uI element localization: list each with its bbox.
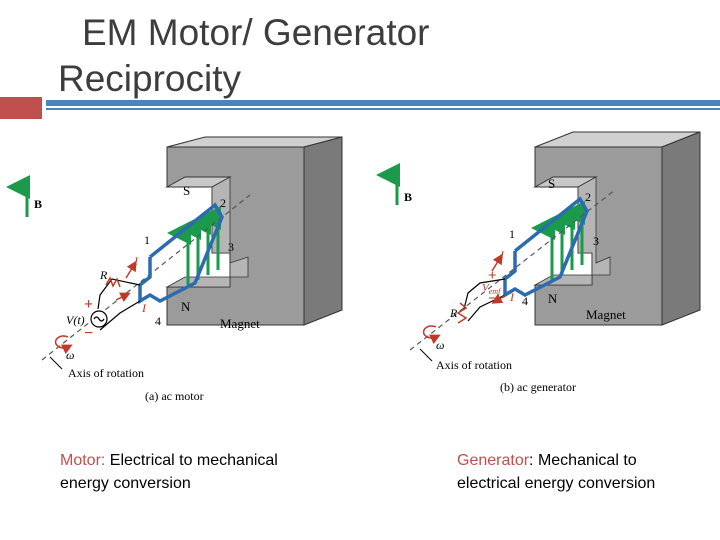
emf-label: Vemf	[482, 282, 502, 296]
pole-n: N	[548, 291, 558, 306]
corner-4: 4	[522, 294, 528, 308]
motor-caption: Motor: Electrical to mechanical energy c…	[60, 449, 330, 495]
subcaption: (b) ac generator	[500, 380, 576, 394]
corner-2: 2	[220, 196, 226, 210]
coil	[138, 202, 224, 305]
resistor-label: R	[99, 268, 108, 282]
slide-title: EM Motor/ Generator Reciprocity	[58, 10, 518, 102]
omega-label: ω	[66, 348, 74, 362]
axis-label: Axis of rotation	[436, 358, 512, 372]
current-lower: I	[509, 290, 515, 304]
motor-diagram: B S N Magnet 1 2 3 4 R I I + − V(t) ω Ax…	[6, 136, 343, 403]
resistor-label: R	[449, 306, 458, 320]
rotation-arrow	[422, 325, 441, 345]
field-label: B	[34, 197, 42, 211]
pole-s: S	[183, 183, 190, 198]
subcaption: (a) ac motor	[145, 389, 204, 403]
minus-sign: −	[84, 325, 93, 342]
minus-sign: −	[488, 291, 497, 307]
generator-caption: Generator: Mechanical to electrical ener…	[457, 449, 697, 495]
magnet	[533, 131, 701, 326]
current-upper: I	[133, 254, 139, 268]
axis-label: Axis of rotation	[68, 366, 144, 380]
source-label: V(t)	[66, 313, 85, 327]
plus-sign: +	[84, 296, 93, 313]
title-line-1: EM Motor/ Generator	[82, 12, 430, 53]
magnet	[165, 136, 343, 326]
field-label: B	[404, 190, 412, 204]
rotation-arrow	[54, 335, 73, 355]
pole-s: S	[548, 176, 555, 191]
corner-2: 2	[585, 190, 591, 204]
title-rule-blue	[46, 100, 720, 106]
rotation-axis	[409, 189, 616, 351]
corner-4: 4	[155, 314, 161, 328]
title-rule-blue-thin	[46, 108, 720, 110]
current-upper: I	[499, 248, 505, 262]
magnet-label: Magnet	[586, 307, 626, 322]
pole-n: N	[181, 299, 191, 314]
title-accent-red	[0, 97, 42, 119]
motor-keyword: Motor:	[60, 452, 106, 469]
title-line-2: Reciprocity	[58, 58, 241, 99]
generator-colon: :	[529, 452, 534, 469]
corner-3: 3	[593, 234, 599, 248]
corner-1: 1	[144, 233, 150, 247]
magnet-label: Magnet	[220, 316, 260, 331]
generator-description: Mechanical to electrical energy conversi…	[457, 452, 656, 492]
generator-diagram: B S N Magnet 1 2 3 4 R I I + − Vemf ω Ax…	[376, 131, 701, 394]
corner-3: 3	[228, 240, 234, 254]
corner-1: 1	[509, 227, 515, 241]
generator-keyword: Generator	[457, 452, 530, 469]
plus-sign: +	[488, 268, 497, 284]
motor-description: Electrical to mechanical energy conversi…	[60, 452, 278, 492]
coil	[503, 196, 589, 299]
omega-label: ω	[436, 338, 444, 352]
current-lower: I	[141, 301, 147, 315]
